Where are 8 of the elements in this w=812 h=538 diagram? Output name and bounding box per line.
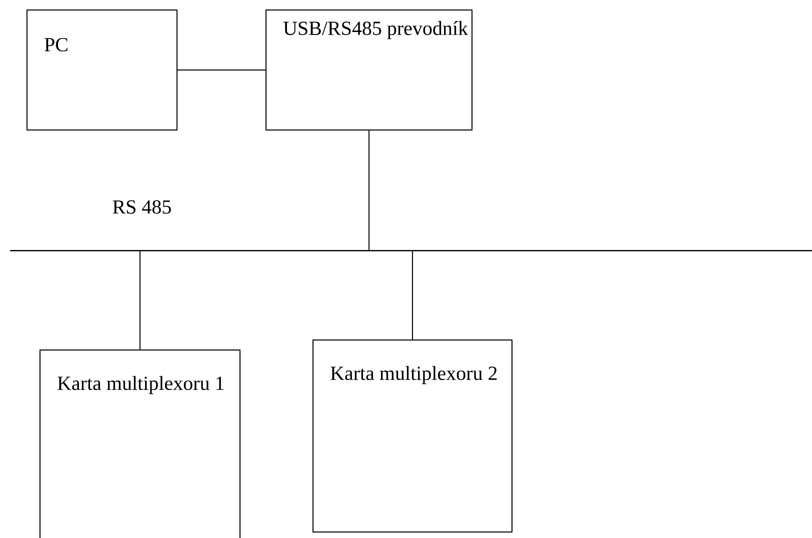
box: Karta multiplexoru 1 <box>40 350 240 538</box>
line <box>368 130 370 250</box>
box: USB/RS485 prevodník <box>266 10 472 130</box>
bus-label: RS 485 <box>112 200 171 214</box>
box: Karta multiplexoru 2 <box>312 339 512 532</box>
box: PC <box>26 10 178 130</box>
line <box>412 250 413 340</box>
bus-line <box>10 250 812 252</box>
